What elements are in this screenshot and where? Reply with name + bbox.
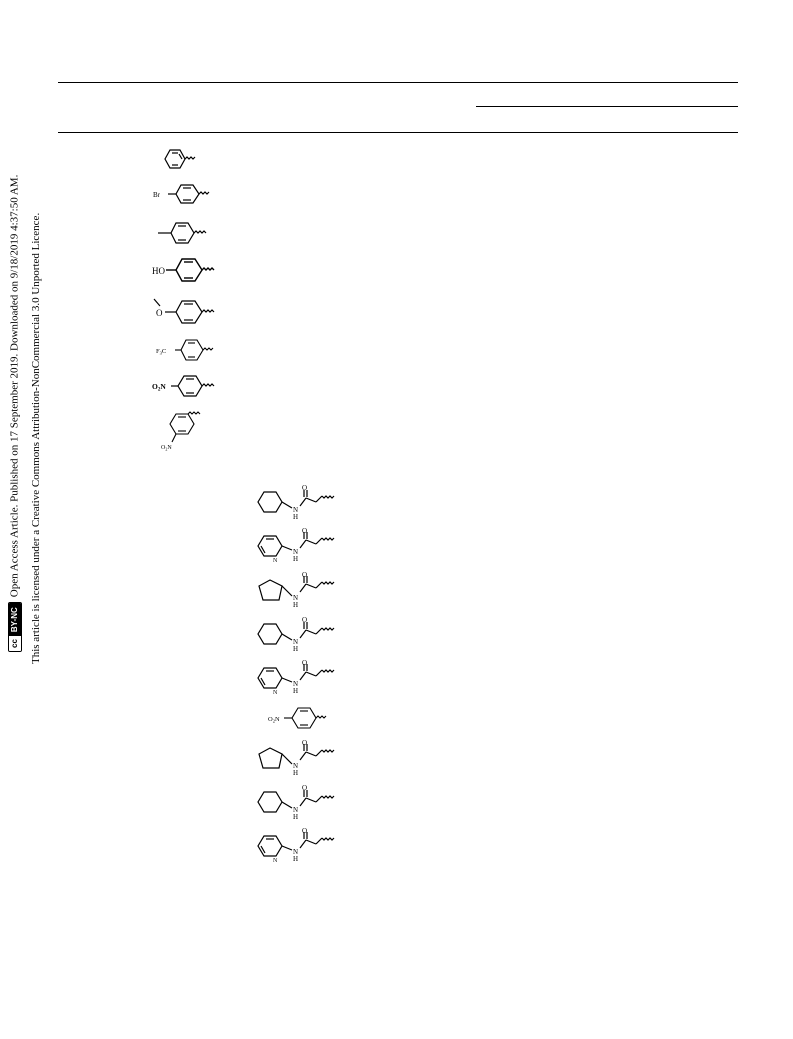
license-notice[interactable]: This article is licensed under a Creativ… [30,212,42,664]
label-h: H [293,513,298,520]
label-o: O [156,308,163,318]
side-publication-line: ccBY-NC Open Access Article. Published on… [8,175,22,652]
label-o: O [302,484,307,492]
structure-4-hydroxyphenyl: HO [152,258,215,282]
label-o: O [302,572,307,579]
structure-pyridyl-amide: O N H N [257,528,335,564]
label-h: H [293,855,298,863]
structure-cyclopentyl-amide: O N H [258,572,335,608]
label-br: Br [153,191,161,199]
structure-3-nitrophenyl: O2N [161,411,201,452]
table-header-rule [58,132,738,133]
label-o2n: O2N [152,382,166,393]
label-o: O [302,828,307,835]
label-h: H [293,555,298,563]
label-o: O [302,740,307,747]
structure-cyclohexyl-amide: O N H [257,784,335,820]
label-ring-n: N [273,858,278,864]
label-h: H [293,645,298,652]
label-n: N [293,806,298,814]
label-o: O [302,660,307,667]
label-f3c: F3C [156,348,166,356]
structure-cyclopentyl-amide: O N H [258,740,335,776]
structure-4-nitrophenyl: O2N [152,375,215,397]
table-top-rule [58,82,738,83]
label-ho: HO [152,266,165,276]
structure-pyridyl-amide: O N H N [257,828,335,864]
structure-phenyl [164,149,196,169]
label-n: N [293,548,298,556]
label-n: N [293,762,298,770]
structure-cyclohexyl-amide: O N H [257,616,335,652]
cc-license-badge[interactable]: ccBY-NC [8,602,22,652]
label-o2n: O2N [268,716,280,724]
label-o: O [302,784,307,792]
structure-4-nitrophenyl: O2N [268,707,327,729]
label-n: N [293,638,298,646]
structure-cyclohexyl-amide: O N H [257,484,335,520]
structure-pyridyl-amide: O N H N [257,660,335,696]
label-h: H [293,601,298,608]
table-group-rule [476,106,738,107]
label-n: N [293,848,298,856]
label-o2n-meta: O2N [161,445,172,452]
label-h: H [293,769,298,776]
structure-4-methoxyphenyl: O [153,298,215,324]
label-o: O [302,616,307,624]
label-o: O [302,528,307,535]
publication-notice[interactable]: Open Access Article. Published on 17 Sep… [8,174,21,598]
label-ring-n: N [273,690,278,696]
label-n: N [293,680,298,688]
label-n: N [293,506,298,514]
structure-4-trifluoromethylphenyl: F3C [156,339,214,361]
label-ring-n: N [273,558,278,564]
label-h: H [293,813,298,820]
structure-4-bromophenyl: Br [153,184,210,204]
label-h: H [293,687,298,695]
structure-4-methylphenyl [158,222,207,244]
label-n: N [293,594,298,602]
side-license-line: This article is licensed under a Creativ… [30,213,42,664]
